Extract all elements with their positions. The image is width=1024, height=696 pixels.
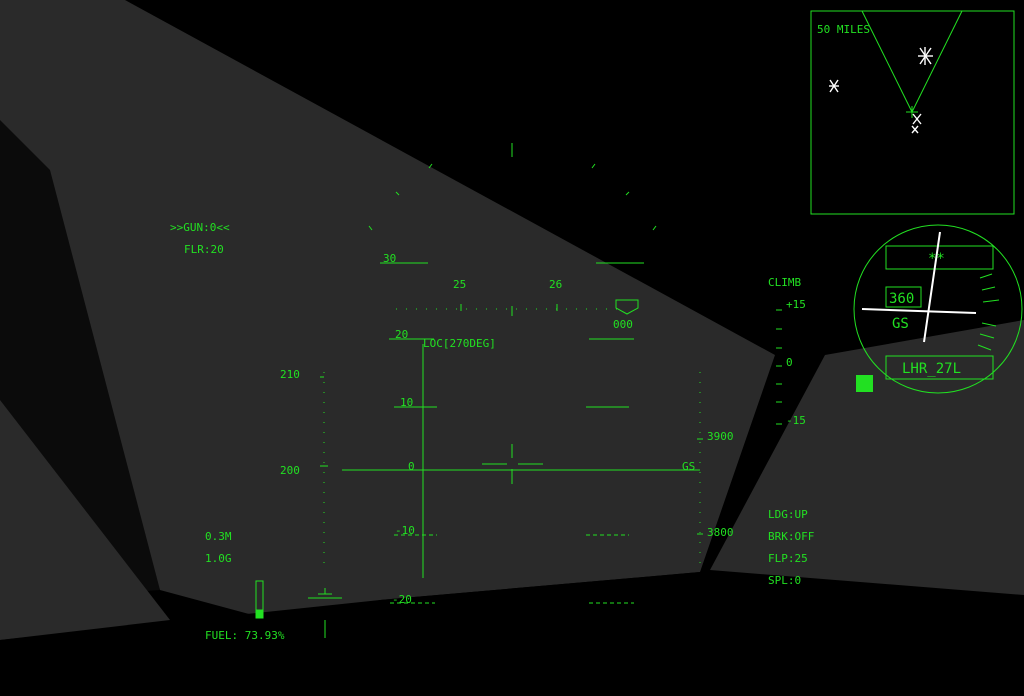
g-load-readout: 1.0G [205, 552, 232, 565]
climb-scale [776, 309, 782, 425]
ils-heading-readout: 360 [889, 291, 914, 307]
ils-course-needles [861, 231, 977, 343]
radar-range: 50 MILES [817, 23, 870, 36]
airspeed-label-210: 210 [280, 368, 300, 381]
heading-tape [396, 299, 639, 316]
speed-tape [320, 372, 328, 565]
ils-gs-label: GS [892, 316, 909, 332]
marker-beacon-indicator [856, 375, 873, 392]
glideslope-label: GS [682, 460, 695, 473]
fuel-gauge [255, 580, 264, 619]
mach-readout: 0.3M [205, 530, 232, 543]
fuel-label: FUEL: 73.93% [205, 629, 285, 642]
pitch-label-20: 20 [395, 328, 408, 341]
heading-readout: 000 [613, 318, 633, 331]
flaps-status: FLP:25 [768, 552, 808, 565]
climb-title: CLIMB [768, 276, 801, 289]
altitude-label-3800: 3800 [707, 526, 734, 539]
ils-top-indicator: ** [928, 251, 945, 267]
pitch-label-10: 10 [400, 396, 413, 409]
pitch-label-minus20: -20 [392, 593, 412, 606]
altitude-tape [697, 372, 703, 565]
pitch-label-30: 30 [383, 252, 396, 265]
flare-count: FLR:20 [184, 243, 224, 256]
roll-scale [368, 143, 657, 231]
heading-label-25: 25 [453, 278, 466, 291]
climb-label-plus15: +15 [786, 298, 806, 311]
spoiler-status: SPL:0 [768, 574, 801, 587]
heading-label-26: 26 [549, 278, 562, 291]
pitch-ladder-lines [380, 262, 644, 604]
brake-status: BRK:OFF [768, 530, 814, 543]
gear-status: LDG:UP [768, 508, 808, 521]
ils-instrument [853, 224, 1023, 394]
flight-path-marker [482, 444, 543, 484]
altitude-label-3900: 3900 [707, 430, 734, 443]
radar-contacts [829, 47, 933, 134]
radar-ownship [906, 106, 918, 118]
ils-scale-ticks [977, 273, 1000, 351]
climb-label-0: 0 [786, 356, 793, 369]
pitch-label-minus10: -10 [395, 524, 415, 537]
gun-status: >>GUN:0<< [170, 221, 230, 234]
pitch-label-0: 0 [408, 460, 415, 473]
aircraft-symbol [308, 588, 342, 638]
radar-scope [810, 10, 1015, 215]
airspeed-label-200: 200 [280, 464, 300, 477]
localizer-course: LOC[270DEG] [423, 337, 496, 350]
climb-label-minus15: -15 [786, 414, 806, 427]
ils-needles [342, 344, 700, 578]
ils-runway-label: LHR_27L [902, 361, 961, 377]
